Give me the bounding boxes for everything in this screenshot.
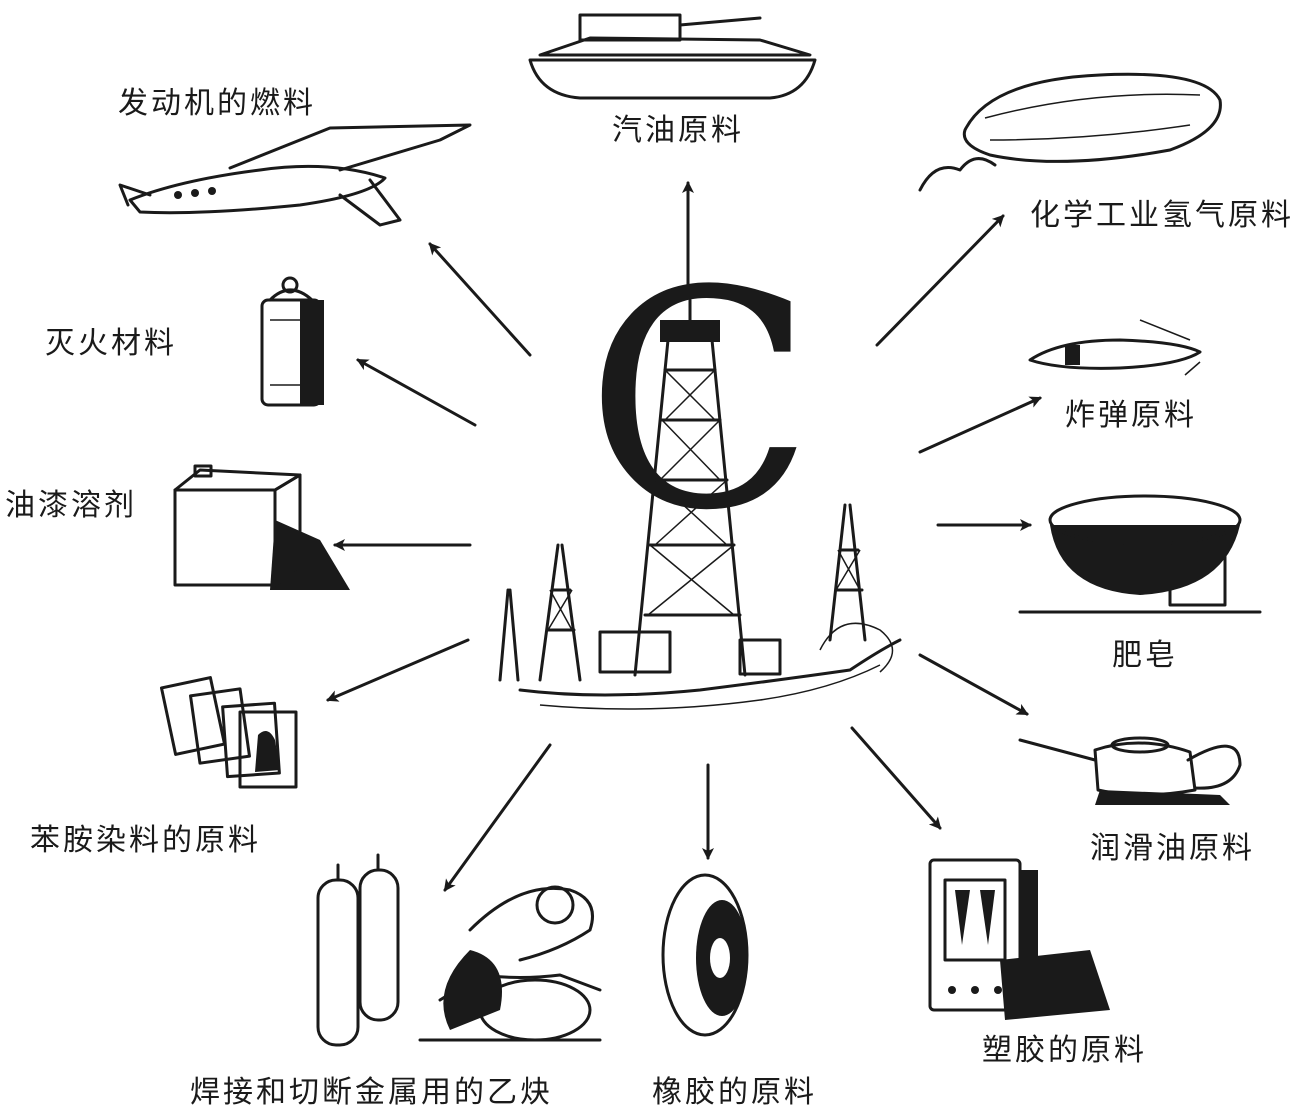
main-derrick-icon bbox=[633, 298, 747, 677]
label-plastic: 塑胶的原料 bbox=[982, 1033, 1147, 1068]
arrow-to-lubricant bbox=[918, 653, 1029, 716]
photo-prints-icon bbox=[159, 676, 298, 789]
label-soap: 肥皂 bbox=[1112, 638, 1178, 673]
label-paint-solvent: 油漆溶剂 bbox=[5, 488, 137, 523]
label-aniline-dye: 苯胺染料的原料 bbox=[30, 823, 261, 858]
labels: 发动机的燃料 汽油原料 化学工业氢气原料 灭火材料 炸弹原料 油漆溶剂 肥皂 苯… bbox=[5, 86, 1294, 1110]
small-derrick-right-icon bbox=[828, 503, 867, 642]
arrow-to-aniline-dye bbox=[326, 638, 470, 702]
label-rubber: 橡胶的原料 bbox=[652, 1075, 817, 1110]
tank-icon bbox=[528, 13, 817, 100]
arrow-to-bomb bbox=[918, 396, 1042, 454]
arrow-to-acetylene bbox=[443, 743, 552, 892]
label-hydrogen: 化学工业氢气原料 bbox=[1030, 198, 1294, 233]
label-gasoline: 汽油原料 bbox=[612, 113, 744, 148]
welder-icon bbox=[316, 853, 602, 1047]
arrow-to-hydrogen bbox=[875, 214, 1005, 347]
small-derrick-left-icon bbox=[498, 543, 582, 682]
airplane-icon bbox=[118, 123, 472, 227]
airship-icon bbox=[918, 72, 1222, 192]
bomb-icon bbox=[1028, 319, 1202, 376]
soap-bowl-icon bbox=[1018, 494, 1262, 614]
radio-icon bbox=[928, 858, 1110, 1020]
canister-icon bbox=[173, 464, 350, 590]
oilfield-ground bbox=[518, 622, 902, 710]
tire-icon bbox=[661, 873, 749, 1037]
fire-extinguisher-icon bbox=[260, 276, 324, 407]
center-group: C bbox=[498, 227, 902, 710]
label-lubricant: 润滑油原料 bbox=[1090, 831, 1255, 866]
arrows bbox=[326, 181, 1042, 892]
center-symbol: C bbox=[585, 227, 815, 576]
label-bomb: 炸弹原料 bbox=[1065, 398, 1197, 433]
label-fire: 灭火材料 bbox=[45, 326, 177, 361]
arrow-to-plastic bbox=[850, 726, 942, 830]
label-engine-fuel: 发动机的燃料 bbox=[118, 86, 316, 121]
arrow-to-engine-fuel bbox=[428, 242, 532, 357]
oil-can-icon bbox=[1018, 736, 1242, 805]
label-acetylene: 焊接和切断金属用的乙炔 bbox=[190, 1075, 553, 1110]
arrow-to-fire bbox=[356, 358, 477, 427]
